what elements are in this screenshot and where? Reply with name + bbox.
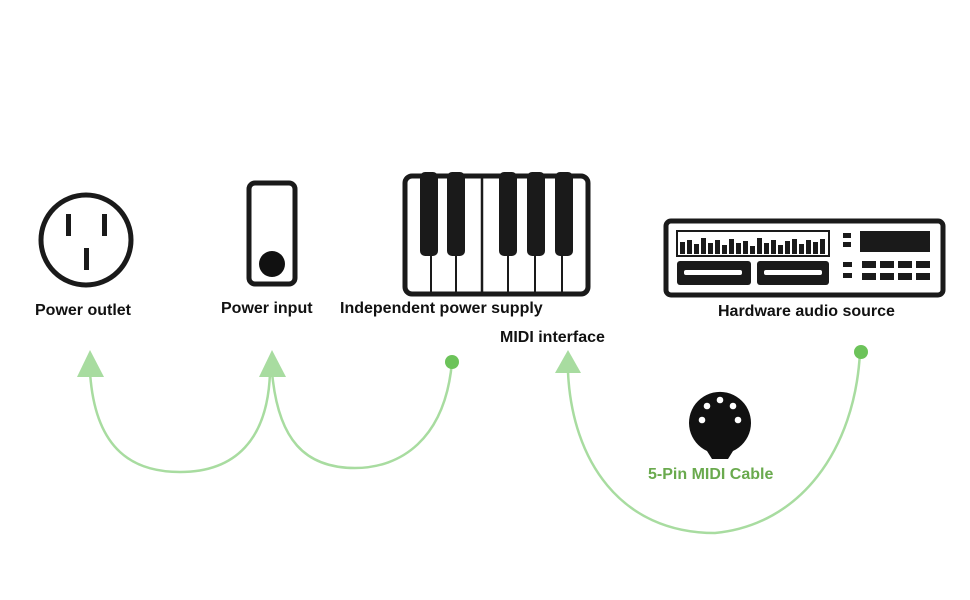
power-input-jack-icon — [246, 180, 298, 287]
hardware-rack-icon — [663, 218, 946, 298]
endpoint-dot — [854, 345, 868, 359]
midi-interface-label: MIDI interface — [500, 329, 605, 346]
arrowhead-icon — [259, 350, 286, 377]
power-input-label: Power input — [221, 300, 313, 317]
independent-power-supply-label: Independent power supply — [340, 300, 543, 317]
outlet-to-input-curve — [88, 371, 272, 474]
power-outlet-icon — [38, 192, 134, 288]
midi-cable-curve — [566, 351, 862, 535]
arrowhead-icon — [555, 350, 581, 373]
hardware-audio-source-label: Hardware audio source — [718, 303, 895, 320]
midi-cable-label: 5-Pin MIDI Cable — [648, 466, 774, 483]
supply-to-input-curve — [270, 361, 454, 470]
endpoint-dot — [445, 355, 459, 369]
arrowhead-icon — [77, 350, 104, 377]
midi-keyboard-icon — [402, 172, 591, 297]
power-outlet-label: Power outlet — [35, 302, 132, 319]
din-5pin-connector-icon — [689, 391, 751, 459]
